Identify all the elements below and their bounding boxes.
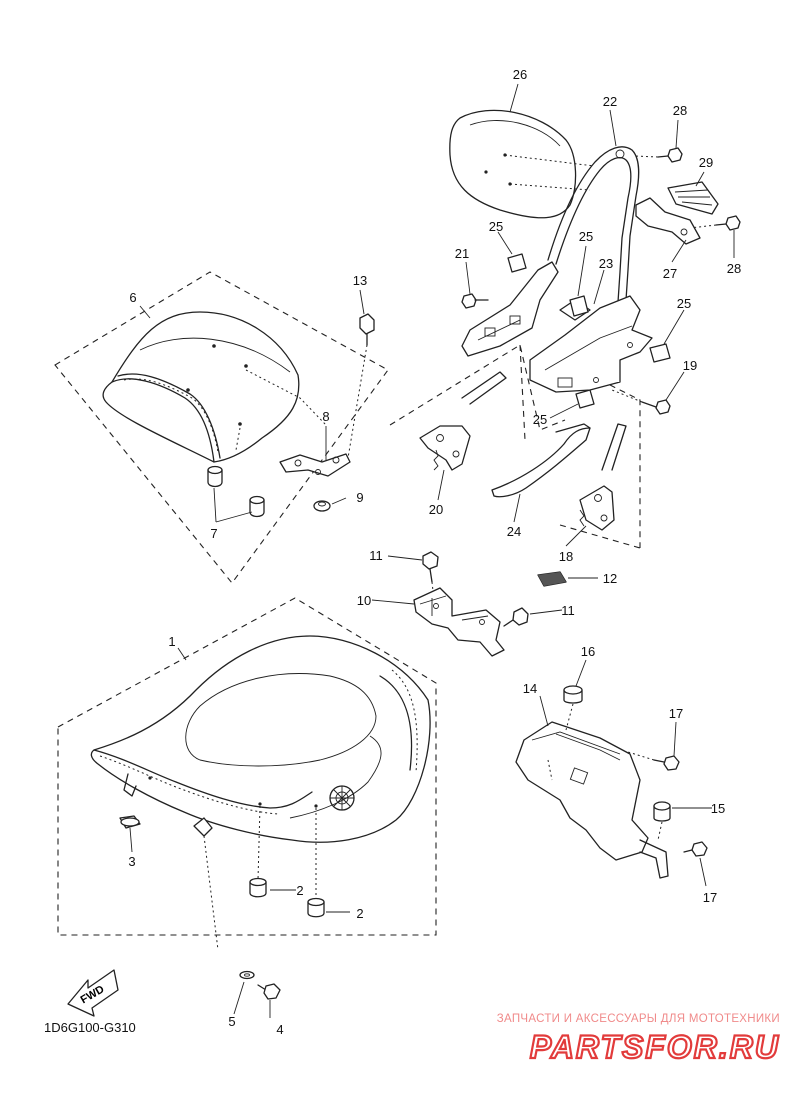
callout-2: 2	[296, 883, 303, 898]
callout-21: 21	[455, 246, 469, 261]
backrest-frame[interactable]	[547, 146, 640, 303]
backrest-side-plate-23[interactable]	[529, 295, 653, 393]
callout-10: 10	[357, 593, 371, 608]
callout-23: 23	[599, 256, 613, 271]
bolt-13[interactable]	[347, 313, 375, 459]
clip-3[interactable]	[119, 815, 141, 829]
callout-8: 8	[322, 409, 329, 424]
release-lever-24[interactable]	[491, 423, 591, 498]
seat-damper-2[interactable]	[249, 877, 325, 918]
backrest-pad-29[interactable]	[667, 181, 719, 215]
passenger-seat-group-boundary	[54, 271, 389, 584]
callout-25: 25	[579, 229, 593, 244]
callout-6: 6	[129, 290, 136, 305]
latch-lever-18[interactable]	[579, 423, 627, 531]
callout-25: 25	[677, 296, 691, 311]
washer-5[interactable]	[239, 970, 255, 980]
fwd-arrow-icon: FWD	[67, 969, 119, 1017]
callout-numbers: 1 2 2 3 4 5 6 7 8 9 10 11 11 12 13 14 15…	[128, 67, 741, 1037]
callout-26: 26	[513, 67, 527, 82]
callout-9: 9	[356, 490, 363, 505]
callout-25: 25	[533, 412, 547, 427]
callout-12: 12	[603, 571, 617, 586]
rider-seat[interactable]	[90, 635, 431, 951]
callout-3: 3	[128, 854, 135, 869]
callout-29: 29	[699, 155, 713, 170]
backrest-clamp-27[interactable]	[635, 197, 701, 245]
callout-17: 17	[703, 890, 717, 905]
callout-11: 11	[369, 548, 383, 563]
callout-28: 28	[727, 261, 741, 276]
screw-17[interactable]	[627, 751, 708, 857]
callout-13: 13	[353, 273, 367, 288]
diagram-code: 1D6G100-G310	[44, 1020, 136, 1035]
callout-27: 27	[663, 266, 677, 281]
callout-19: 19	[683, 358, 697, 373]
passenger-seat[interactable]	[102, 311, 327, 463]
side-cover-14[interactable]	[515, 721, 669, 879]
nut-9[interactable]	[313, 500, 331, 512]
callout-14: 14	[523, 681, 537, 696]
callout-22: 22	[603, 94, 617, 109]
leader-lines	[129, 83, 735, 1018]
bolt-11-side[interactable]	[503, 607, 529, 627]
callout-18: 18	[559, 549, 573, 564]
seat-bracket-10[interactable]	[413, 587, 505, 657]
callout-24: 24	[507, 524, 521, 539]
callout-16: 16	[581, 644, 595, 659]
watermark-tagline: ЗАПЧАСТИ И АКСЕССУАРЫ ДЛЯ МОТОТЕХНИКИ	[497, 1013, 780, 1025]
watermark: ЗАПЧАСТИ И АКСЕССУАРЫ ДЛЯ МОТОТЕХНИКИ PA…	[497, 1013, 780, 1066]
seat-bracket[interactable]	[279, 453, 351, 477]
callout-2: 2	[356, 906, 363, 921]
backrest-left-side-plate[interactable]	[461, 261, 559, 357]
damper-15[interactable]	[653, 801, 671, 841]
callout-20: 20	[429, 502, 443, 517]
callout-17: 17	[669, 706, 683, 721]
bolt-19[interactable]	[611, 389, 671, 415]
callout-15: 15	[711, 801, 725, 816]
callout-4: 4	[276, 1022, 283, 1037]
bolt-21[interactable]	[461, 293, 489, 309]
backrest-assembly-lines	[389, 344, 641, 549]
latch-lever-20[interactable]	[419, 371, 507, 471]
rider-seat-group-boundary	[57, 597, 437, 936]
callout-25: 25	[489, 219, 503, 234]
seat-damper-rubber[interactable]	[207, 465, 265, 518]
rubber-pad-12[interactable]	[537, 571, 567, 587]
grommet-16[interactable]	[563, 685, 583, 731]
bolt-4[interactable]	[257, 983, 281, 1000]
callout-7: 7	[210, 526, 217, 541]
callout-28: 28	[673, 103, 687, 118]
callout-5: 5	[228, 1014, 235, 1029]
backrest-pad[interactable]	[449, 109, 595, 219]
watermark-brand: PARTSFOR.RU	[530, 1029, 780, 1065]
callout-1: 1	[168, 634, 175, 649]
callout-11: 11	[561, 603, 575, 618]
clip-25[interactable]	[507, 253, 671, 409]
